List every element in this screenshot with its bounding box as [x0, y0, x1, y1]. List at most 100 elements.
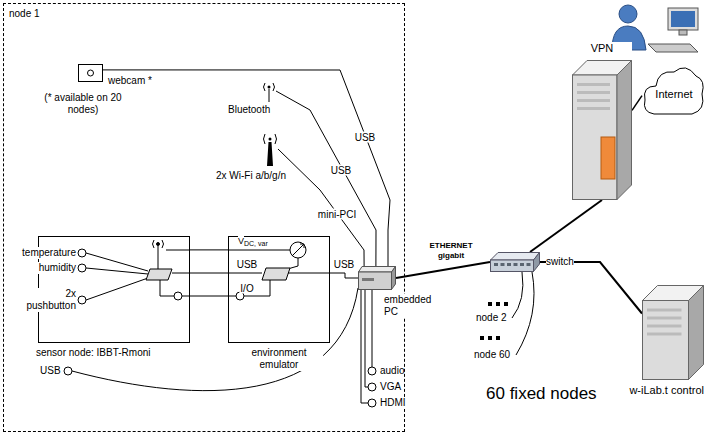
drawing-stroke [679, 30, 687, 35]
drawing-stroke [146, 269, 172, 280]
drawing-stroke [496, 302, 500, 306]
drawing-stroke [480, 336, 484, 340]
drawing-stroke [264, 134, 277, 144]
cable-label: USB [333, 259, 356, 270]
other-nodes-wiring [512, 272, 534, 355]
drawing-stroke [494, 263, 498, 266]
drawing-stroke [172, 273, 190, 274]
drawing-stroke [514, 263, 518, 266]
bt-icon [262, 80, 276, 102]
cable-line [190, 273, 228, 274]
node-label: Internet [655, 88, 692, 100]
drawing-stroke [368, 383, 376, 391]
drawing-stroke [153, 240, 155, 248]
port-label: audio [380, 365, 404, 377]
drawing-stroke [267, 142, 273, 166]
drawing-stroke [577, 107, 610, 110]
sensor-input-label: 2x pushbutton [20, 288, 76, 312]
port-label: VGA [380, 381, 401, 393]
sensor-wiring [78, 240, 190, 304]
cable-line [330, 273, 358, 278]
cable-line [396, 262, 490, 278]
cable-label: USB [236, 259, 259, 270]
node-note: (* available on 20 nodes) [43, 92, 123, 116]
drawing-stroke [512, 272, 523, 318]
drawing-stroke [300, 244, 304, 248]
drawing-stroke [648, 44, 698, 52]
drawing-stroke [86, 268, 148, 274]
drawing-stroke [78, 296, 86, 304]
drawing-stroke [527, 263, 531, 266]
cable-line [632, 96, 642, 111]
drawing-stroke [647, 317, 682, 320]
cable-line [190, 296, 228, 297]
drawing-stroke [157, 243, 160, 246]
drawing-stroke [359, 267, 396, 273]
drawing-stroke [689, 286, 704, 380]
cam-icon [78, 64, 103, 82]
port-label: HDMI [380, 397, 406, 409]
wifi-node: 2x Wi-Fi a/b/g/n [262, 132, 278, 166]
cable-label: USB [354, 132, 377, 143]
node-label: environment emulator [235, 347, 323, 371]
vpn-icon [572, 60, 632, 200]
drawing-stroke [577, 83, 610, 86]
node-label: embedded PC [384, 294, 430, 318]
cloud-node: Internet [642, 62, 706, 118]
drawing-stroke [78, 264, 86, 272]
node-name: node 2 [476, 312, 507, 324]
drawing-stroke [668, 8, 698, 30]
drawing-stroke [643, 301, 689, 380]
drawing-stroke [288, 273, 330, 274]
drawing-stroke [671, 11, 695, 27]
drawing-stroke [491, 253, 540, 261]
node-label: node 1 [9, 8, 40, 20]
drawing-stroke [359, 272, 392, 290]
node-label: webcam * [108, 75, 152, 87]
srv-node: w-iLab.t control [642, 285, 704, 380]
drawing-stroke [647, 333, 682, 336]
cable-label: ETHERNET gigabit [425, 241, 477, 261]
cable-line [530, 200, 602, 252]
cam-node: webcam *(* available on 20 nodes) [78, 64, 103, 82]
node-name: node 60 [474, 349, 510, 361]
drawing-stroke [516, 272, 534, 355]
node-label: sensor node: IBBT-Rmoni [36, 347, 151, 359]
sensor-input-label: humidity [10, 262, 76, 274]
drawing-stroke [617, 61, 632, 200]
drawing-stroke [78, 249, 86, 257]
drawing-stroke [501, 263, 505, 266]
signal-subscript: DC, var [244, 240, 268, 248]
drawing-stroke [504, 302, 508, 306]
cable-line [190, 249, 228, 250]
drawing-stroke [228, 273, 262, 274]
drawing-stroke [365, 290, 368, 387]
drawing-stroke [577, 91, 610, 94]
drawing-stroke [174, 292, 182, 300]
drawing-stroke [647, 325, 682, 328]
drawing-stroke [573, 75, 618, 200]
drawing-stroke [182, 296, 190, 297]
drawing-stroke [86, 278, 148, 300]
drawing-stroke [520, 263, 524, 266]
cable-label: mini-PCI [317, 209, 357, 220]
emulator-wiring [228, 242, 330, 300]
drawing-stroke [488, 302, 492, 306]
drawing-stroke [392, 267, 396, 290]
port-label: USB [40, 365, 61, 377]
drawing-stroke [368, 399, 376, 407]
drawing-stroke [292, 244, 304, 256]
sw-icon [490, 252, 540, 272]
drawing-stroke [158, 252, 159, 269]
cable-line [276, 91, 376, 266]
cable-line [278, 149, 364, 266]
drawing-stroke [491, 260, 534, 272]
signal-name: V [238, 236, 244, 246]
note-text: 60 fixed nodes [486, 384, 597, 404]
drawing-stroke [368, 367, 376, 375]
drawing-stroke [268, 86, 271, 89]
drawing-stroke [601, 137, 615, 179]
drawing-stroke [72, 288, 358, 391]
drawing-stroke [647, 309, 682, 312]
